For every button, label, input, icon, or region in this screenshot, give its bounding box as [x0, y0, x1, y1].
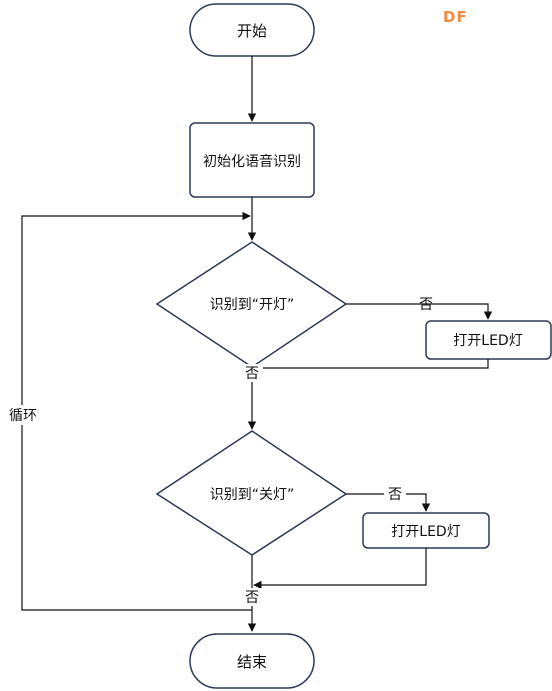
end-label: 结束 — [237, 653, 267, 671]
decision-on-label: 识别到“开灯” — [210, 297, 295, 313]
action-off-node: 打开LED灯 — [362, 512, 490, 549]
edge-action-on-merge — [253, 359, 489, 373]
end-node: 结束 — [189, 633, 315, 689]
start-label: 开始 — [237, 22, 267, 40]
edge-action-off-merge — [253, 548, 427, 590]
edge-label-off-branch: 否 — [388, 487, 402, 503]
action-off-label: 打开LED灯 — [391, 523, 460, 540]
edge-decision-on-action — [346, 303, 493, 320]
edge-label-off-merge: 否 — [245, 590, 259, 606]
edge-label-loop: 循环 — [9, 408, 37, 424]
df-logo: DF — [443, 8, 468, 26]
init-node: 初始化语音识别 — [189, 122, 315, 198]
action-on-label: 打开LED灯 — [453, 332, 522, 349]
action-on-node: 打开LED灯 — [425, 320, 552, 360]
edge-decision-off-action — [346, 493, 431, 512]
start-node: 开始 — [189, 3, 315, 57]
decision-off-label: 识别到“关灯” — [210, 487, 295, 503]
edge-label-on-merge: 否 — [245, 366, 259, 382]
init-label: 初始化语音识别 — [203, 153, 301, 170]
decision-on-node: 识别到“开灯” — [155, 241, 348, 368]
decision-off-node: 识别到“关灯” — [155, 430, 348, 556]
edge-label-on-branch: 否 — [419, 297, 433, 313]
